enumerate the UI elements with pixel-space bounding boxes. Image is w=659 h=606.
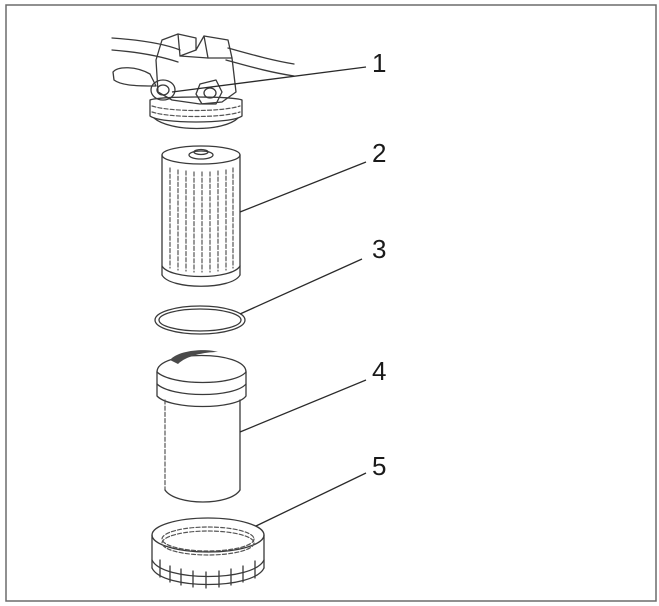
callout-number-2: 2 — [372, 138, 386, 168]
leader-line-3 — [239, 258, 363, 315]
filter-pleats — [169, 167, 234, 273]
callout-number-4: 4 — [372, 356, 386, 386]
figure-frame — [5, 4, 657, 602]
filter-head — [111, 33, 295, 130]
filter-bowl — [156, 350, 247, 503]
callout-number-1: 1 — [372, 48, 386, 78]
grip-ribs — [159, 559, 256, 589]
leader-line-4 — [239, 379, 367, 433]
leader-line-5 — [255, 472, 367, 527]
callout-number-5: 5 — [372, 451, 386, 481]
o-ring-seal — [154, 305, 246, 335]
callout-number-3: 3 — [372, 234, 386, 264]
retaining-ring-nut — [151, 517, 265, 589]
leader-line-2 — [239, 161, 367, 213]
leader-line-1 — [171, 66, 367, 93]
filter-element — [161, 145, 241, 287]
